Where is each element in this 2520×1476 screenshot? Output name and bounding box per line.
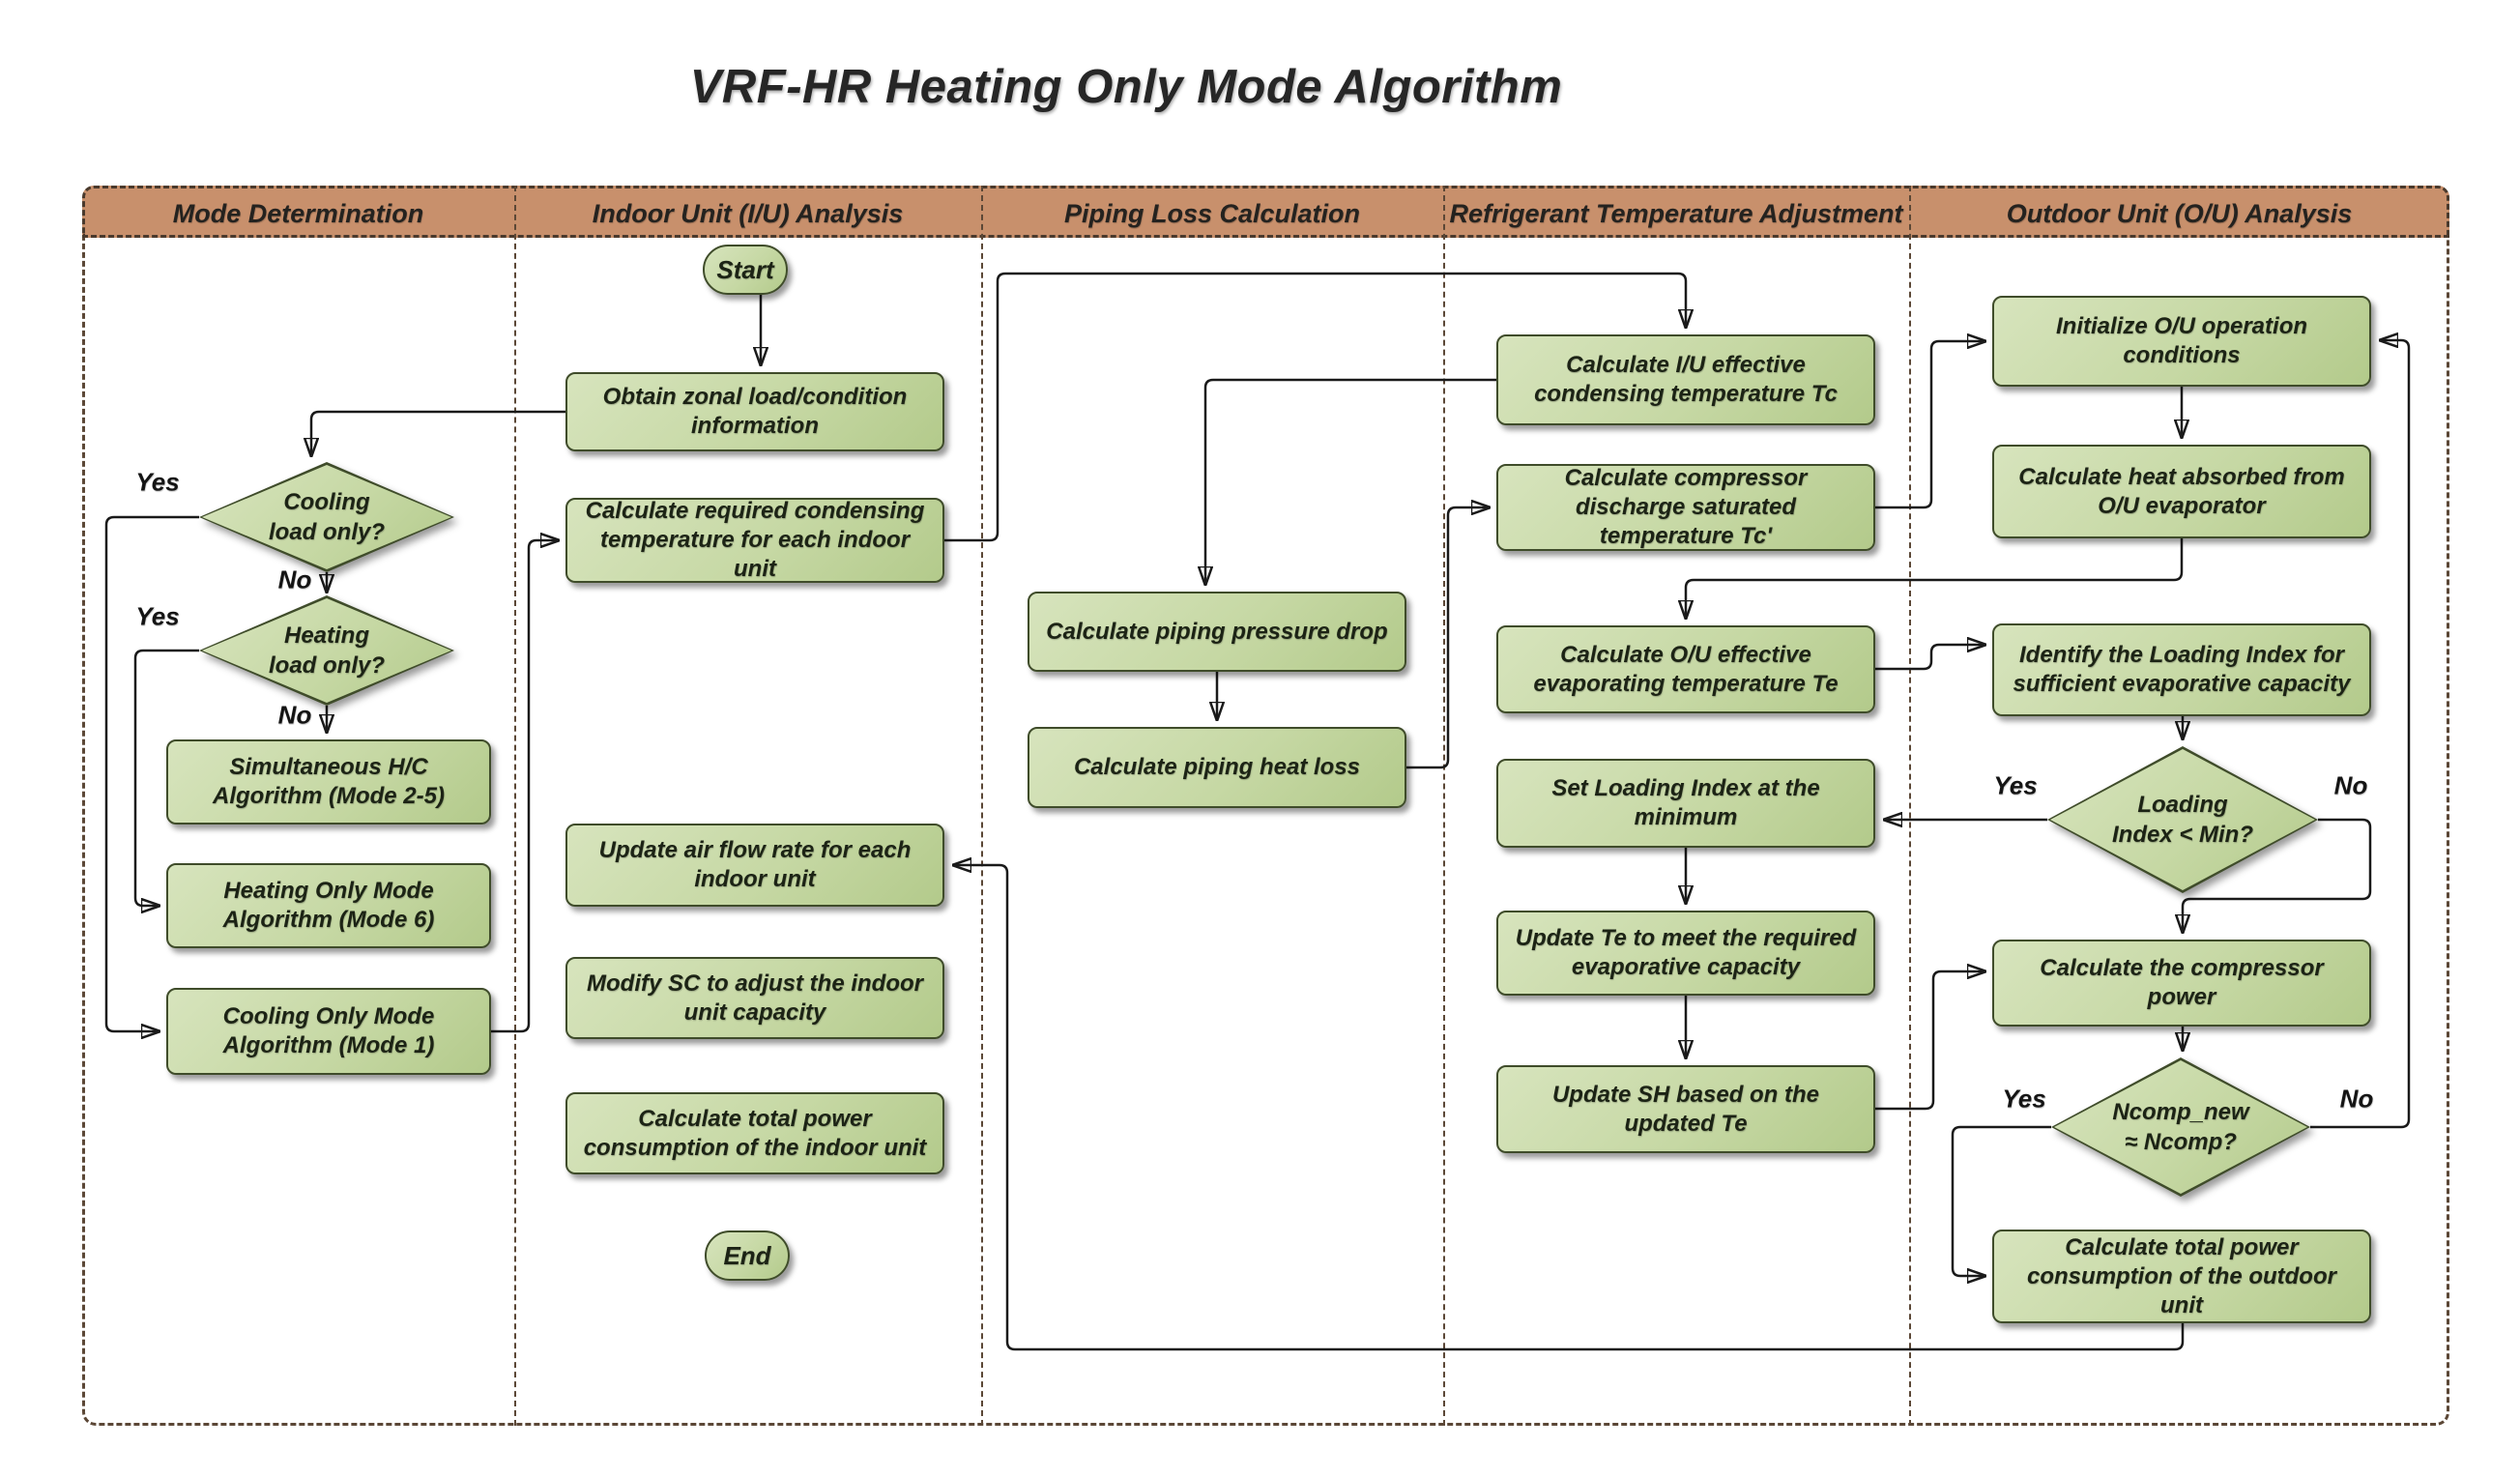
edge-label-yes: Yes — [2002, 1084, 2046, 1114]
edge-heat-loss-to-tc-prime — [1406, 507, 1489, 769]
node-calc-piping-pressure-drop: Calculate piping pressure drop — [1028, 592, 1406, 672]
node-label: Calculate O/U effective evaporating temp… — [1533, 641, 1839, 697]
node-label: Simultaneous H/C Algorithm (Mode 2-5) — [213, 754, 445, 809]
node-label: Update Te to meet the required evaporati… — [1515, 925, 1857, 980]
lane-header-piping-loss: Piping Loss Calculation — [1063, 199, 1361, 228]
node-start: Start — [703, 245, 788, 295]
edge-label-no: No — [277, 700, 312, 730]
edge-heating-yes-to-heating-only — [133, 649, 199, 906]
node-update-airflow: Update air flow rate for each indoor uni… — [565, 824, 944, 907]
node-initialize-ou: Initialize O/U operation conditions — [1992, 296, 2371, 387]
node-label: Cooling Only Mode Algorithm (Mode 1) — [222, 1003, 435, 1058]
node-label: Heating load only? — [269, 622, 385, 679]
edge-total-outdoor-to-update-airflow — [954, 865, 2185, 1351]
node-label: Calculate I/U effective condensing tempe… — [1534, 352, 1838, 407]
node-ncomp-check: Ncomp_new ≈ Ncomp? — [2051, 1057, 2310, 1197]
node-label: End — [723, 1240, 771, 1270]
node-label: Set Loading Index at the minimum — [1551, 775, 1820, 830]
node-calc-total-power-indoor: Calculate total power consumption of the… — [565, 1092, 944, 1174]
edge-cooling-only-to-calc-required — [491, 540, 558, 1033]
node-label: Update air flow rate for each indoor uni… — [598, 837, 912, 892]
node-loading-index-min-check: Loading Index < Min? — [2047, 746, 2318, 893]
node-label: Calculate total power consumption of the… — [583, 1105, 927, 1161]
node-calc-compressor-power: Calculate the compressor power — [1992, 940, 2371, 1027]
node-obtain-zonal: Obtain zonal load/condition information — [565, 372, 944, 451]
node-update-te: Update Te to meet the required evaporati… — [1496, 911, 1875, 996]
node-label: Modify SC to adjust the indoor unit capa… — [587, 970, 923, 1026]
edge-label-no: No — [2339, 1084, 2374, 1114]
edge-cooling-yes-to-cooling-only — [104, 515, 199, 1031]
node-cooling-only-mode: Cooling Only Mode Algorithm (Mode 1) — [166, 988, 491, 1075]
lane-divider-4 — [1909, 186, 1911, 1426]
edge-label-yes: Yes — [1993, 770, 2038, 800]
lane-header-outdoor-unit: Outdoor Unit (O/U) Analysis — [2006, 199, 2353, 228]
node-calc-total-power-outdoor: Calculate total power consumption of the… — [1992, 1230, 2371, 1323]
edge-label-no: No — [2333, 770, 2368, 800]
edge-loading-no-loop — [2183, 818, 2372, 932]
edge-heat-absorbed-to-ou-te — [1686, 538, 2184, 618]
lane-divider-1 — [514, 186, 516, 1426]
node-label: Identify the Loading Index for sufficien… — [2013, 642, 2351, 697]
lane-header-refrigerant-temp: Refrigerant Temperature Adjustment — [1449, 199, 1903, 228]
node-simultaneous-hc: Simultaneous H/C Algorithm (Mode 2-5) — [166, 739, 491, 825]
node-label: Calculate heat absorbed from O/U evapora… — [2018, 463, 2345, 519]
node-label: Obtain zonal load/condition information — [602, 384, 908, 439]
lane-divider-3 — [1443, 186, 1445, 1426]
page-title: VRF-HR Heating Only Mode Algorithm — [689, 61, 1563, 113]
node-calc-piping-heat-loss: Calculate piping heat loss — [1028, 727, 1406, 808]
node-identify-loading-index: Identify the Loading Index for sufficien… — [1992, 623, 2371, 716]
lane-divider-2 — [981, 186, 983, 1426]
swimlane-header-band — [82, 186, 2449, 238]
edge-update-sh-to-comp-power — [1875, 971, 1984, 1111]
edge-label-yes: Yes — [135, 467, 180, 497]
node-cooling-load-only: Cooling load only? — [199, 462, 454, 572]
node-label: Loading Index < Min? — [2111, 791, 2253, 848]
node-label: Calculate compressor discharge saturated… — [1564, 465, 1808, 549]
node-label: Heating Only Mode Algorithm (Mode 6) — [222, 878, 435, 933]
edge-label-yes: Yes — [135, 601, 180, 631]
node-label: Update SH based on the updated Te — [1551, 1081, 1820, 1137]
node-update-sh: Update SH based on the updated Te — [1496, 1065, 1875, 1153]
lane-header-mode-determination: Mode Determination — [172, 199, 424, 228]
node-label: Ncomp_new ≈ Ncomp? — [2112, 1098, 2249, 1155]
node-calc-tc-prime: Calculate compressor discharge saturated… — [1496, 464, 1875, 551]
node-label: Calculate piping pressure drop — [1046, 618, 1388, 645]
node-label: Initialize O/U operation conditions — [2055, 313, 2308, 368]
node-label: Calculate the compressor power — [2040, 955, 2324, 1010]
node-heating-load-only: Heating load only? — [199, 595, 454, 706]
node-modify-sc: Modify SC to adjust the indoor unit capa… — [565, 957, 944, 1039]
edge-iu-tc-to-piping-pressure — [1205, 378, 1496, 584]
node-calc-required-condensing: Calculate required condensing temperatur… — [565, 498, 944, 583]
edge-obtain-to-cooling-diamond — [311, 410, 565, 455]
node-calc-iu-tc: Calculate I/U effective condensing tempe… — [1496, 334, 1875, 425]
lane-header-indoor-unit: Indoor Unit (I/U) Analysis — [592, 199, 904, 228]
node-calc-heat-absorbed: Calculate heat absorbed from O/U evapora… — [1992, 445, 2371, 538]
node-heating-only-mode: Heating Only Mode Algorithm (Mode 6) — [166, 863, 491, 948]
node-label: Calculate total power consumption of the… — [2027, 1233, 2336, 1318]
edge-ncomp-yes-to-total-outdoor — [1951, 1125, 2051, 1276]
node-calc-ou-te: Calculate O/U effective evaporating temp… — [1496, 625, 1875, 713]
node-label: Cooling load only? — [269, 488, 385, 545]
edge-ncomp-no-feedback — [2310, 340, 2411, 1129]
node-end: End — [705, 1230, 790, 1281]
node-label: Calculate required condensing temperatur… — [585, 498, 925, 582]
node-set-loading-index-min: Set Loading Index at the minimum — [1496, 759, 1875, 848]
edge-label-no: No — [277, 564, 312, 594]
node-label: Start — [716, 254, 774, 284]
node-label: Calculate piping heat loss — [1073, 754, 1361, 780]
edge-calc-required-to-iu-tc — [944, 272, 1686, 542]
edge-ou-te-to-identify-loading — [1875, 645, 1984, 671]
edge-tc-prime-to-initialize — [1875, 341, 1984, 509]
